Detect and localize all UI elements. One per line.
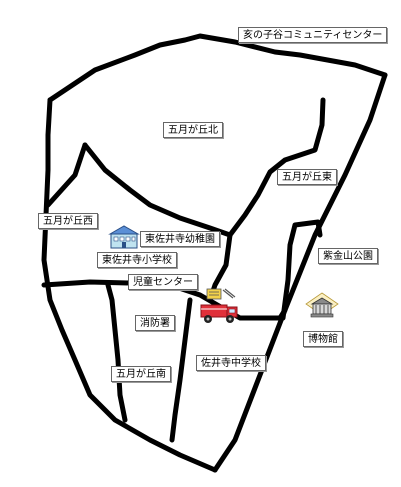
label-satsukigaoka-minami: 五月が丘南 (111, 366, 171, 382)
road-east-loop (280, 219, 323, 321)
label-satsukigaoka-nishi: 五月が丘西 (38, 213, 98, 229)
road-north-boundary (47, 33, 388, 103)
label-higashi-saiji-kindergarten: 東佐井寺幼稚園 (140, 231, 220, 247)
label-fire-station: 消防署 (135, 315, 175, 331)
road-east-diagonal (212, 72, 388, 473)
label-higashi-saiji-elementary: 東佐井寺小学校 (97, 252, 177, 268)
school-building-icon (108, 225, 140, 249)
fire-truck-icon (200, 288, 238, 323)
label-saiji-junior-high: 佐井寺中学校 (196, 355, 266, 371)
road-west-boundary (41, 97, 218, 473)
road-west-curve (45, 142, 88, 208)
road-upper-west (82, 142, 233, 238)
label-museum: 博物館 (303, 331, 343, 347)
label-satsukigaoka-higashi: 五月が丘東 (277, 169, 337, 185)
label-community-center: 亥の子谷コミュニティセンター (238, 27, 388, 43)
road-southwest-branch (105, 282, 128, 423)
label-satsukigaoka-kita: 五月が丘北 (163, 122, 223, 138)
label-shikinzan-park: 紫金山公園 (318, 248, 378, 264)
road-south-vertical (169, 297, 193, 443)
road-north-central (227, 97, 326, 238)
road-middle-horizontal (41, 279, 288, 321)
museum-building-icon (305, 292, 339, 318)
label-children-center: 児童センター (128, 274, 198, 290)
